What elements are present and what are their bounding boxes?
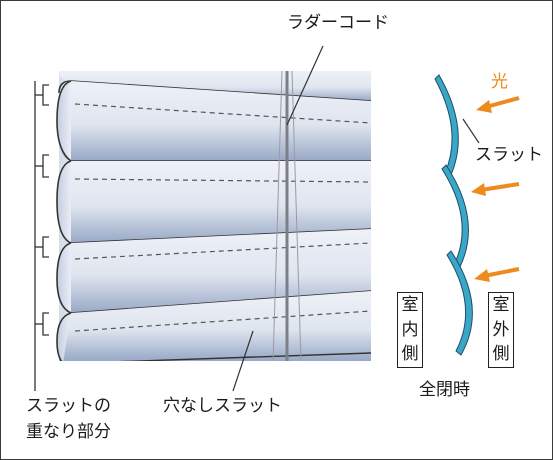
fully-closed-label: 全閉時 [419, 380, 470, 400]
outdoor-side-label: 室 外 側 [488, 292, 514, 368]
arrow-icon [483, 267, 520, 278]
ladder-cord-label: ラダーコード [287, 13, 389, 33]
slat-leader [462, 118, 480, 144]
light-label: 光 [491, 72, 508, 92]
ladder-cord-leader [286, 45, 324, 126]
arrow-icon [474, 269, 490, 282]
overlap-brackets [34, 81, 49, 391]
closed-slat-profiles [434, 74, 473, 356]
slat-label: スラット [475, 145, 543, 165]
indoor-side-label: 室 内 側 [397, 292, 423, 368]
arrow-icon [480, 182, 520, 192]
holeless-slat-label: 穴なしスラット [163, 396, 282, 416]
arrow-icon [476, 100, 492, 113]
arrow-icon [485, 96, 520, 109]
slat [56, 291, 371, 361]
arrow-icon [471, 183, 486, 196]
holeless-slat-leader [232, 330, 254, 392]
overlap-label-line2: 重なり部分 [26, 422, 111, 442]
overlap-label-line1: スラットの [26, 396, 111, 416]
light-arrows [471, 96, 520, 282]
ladder-cord [272, 71, 302, 361]
slat [56, 160, 371, 244]
